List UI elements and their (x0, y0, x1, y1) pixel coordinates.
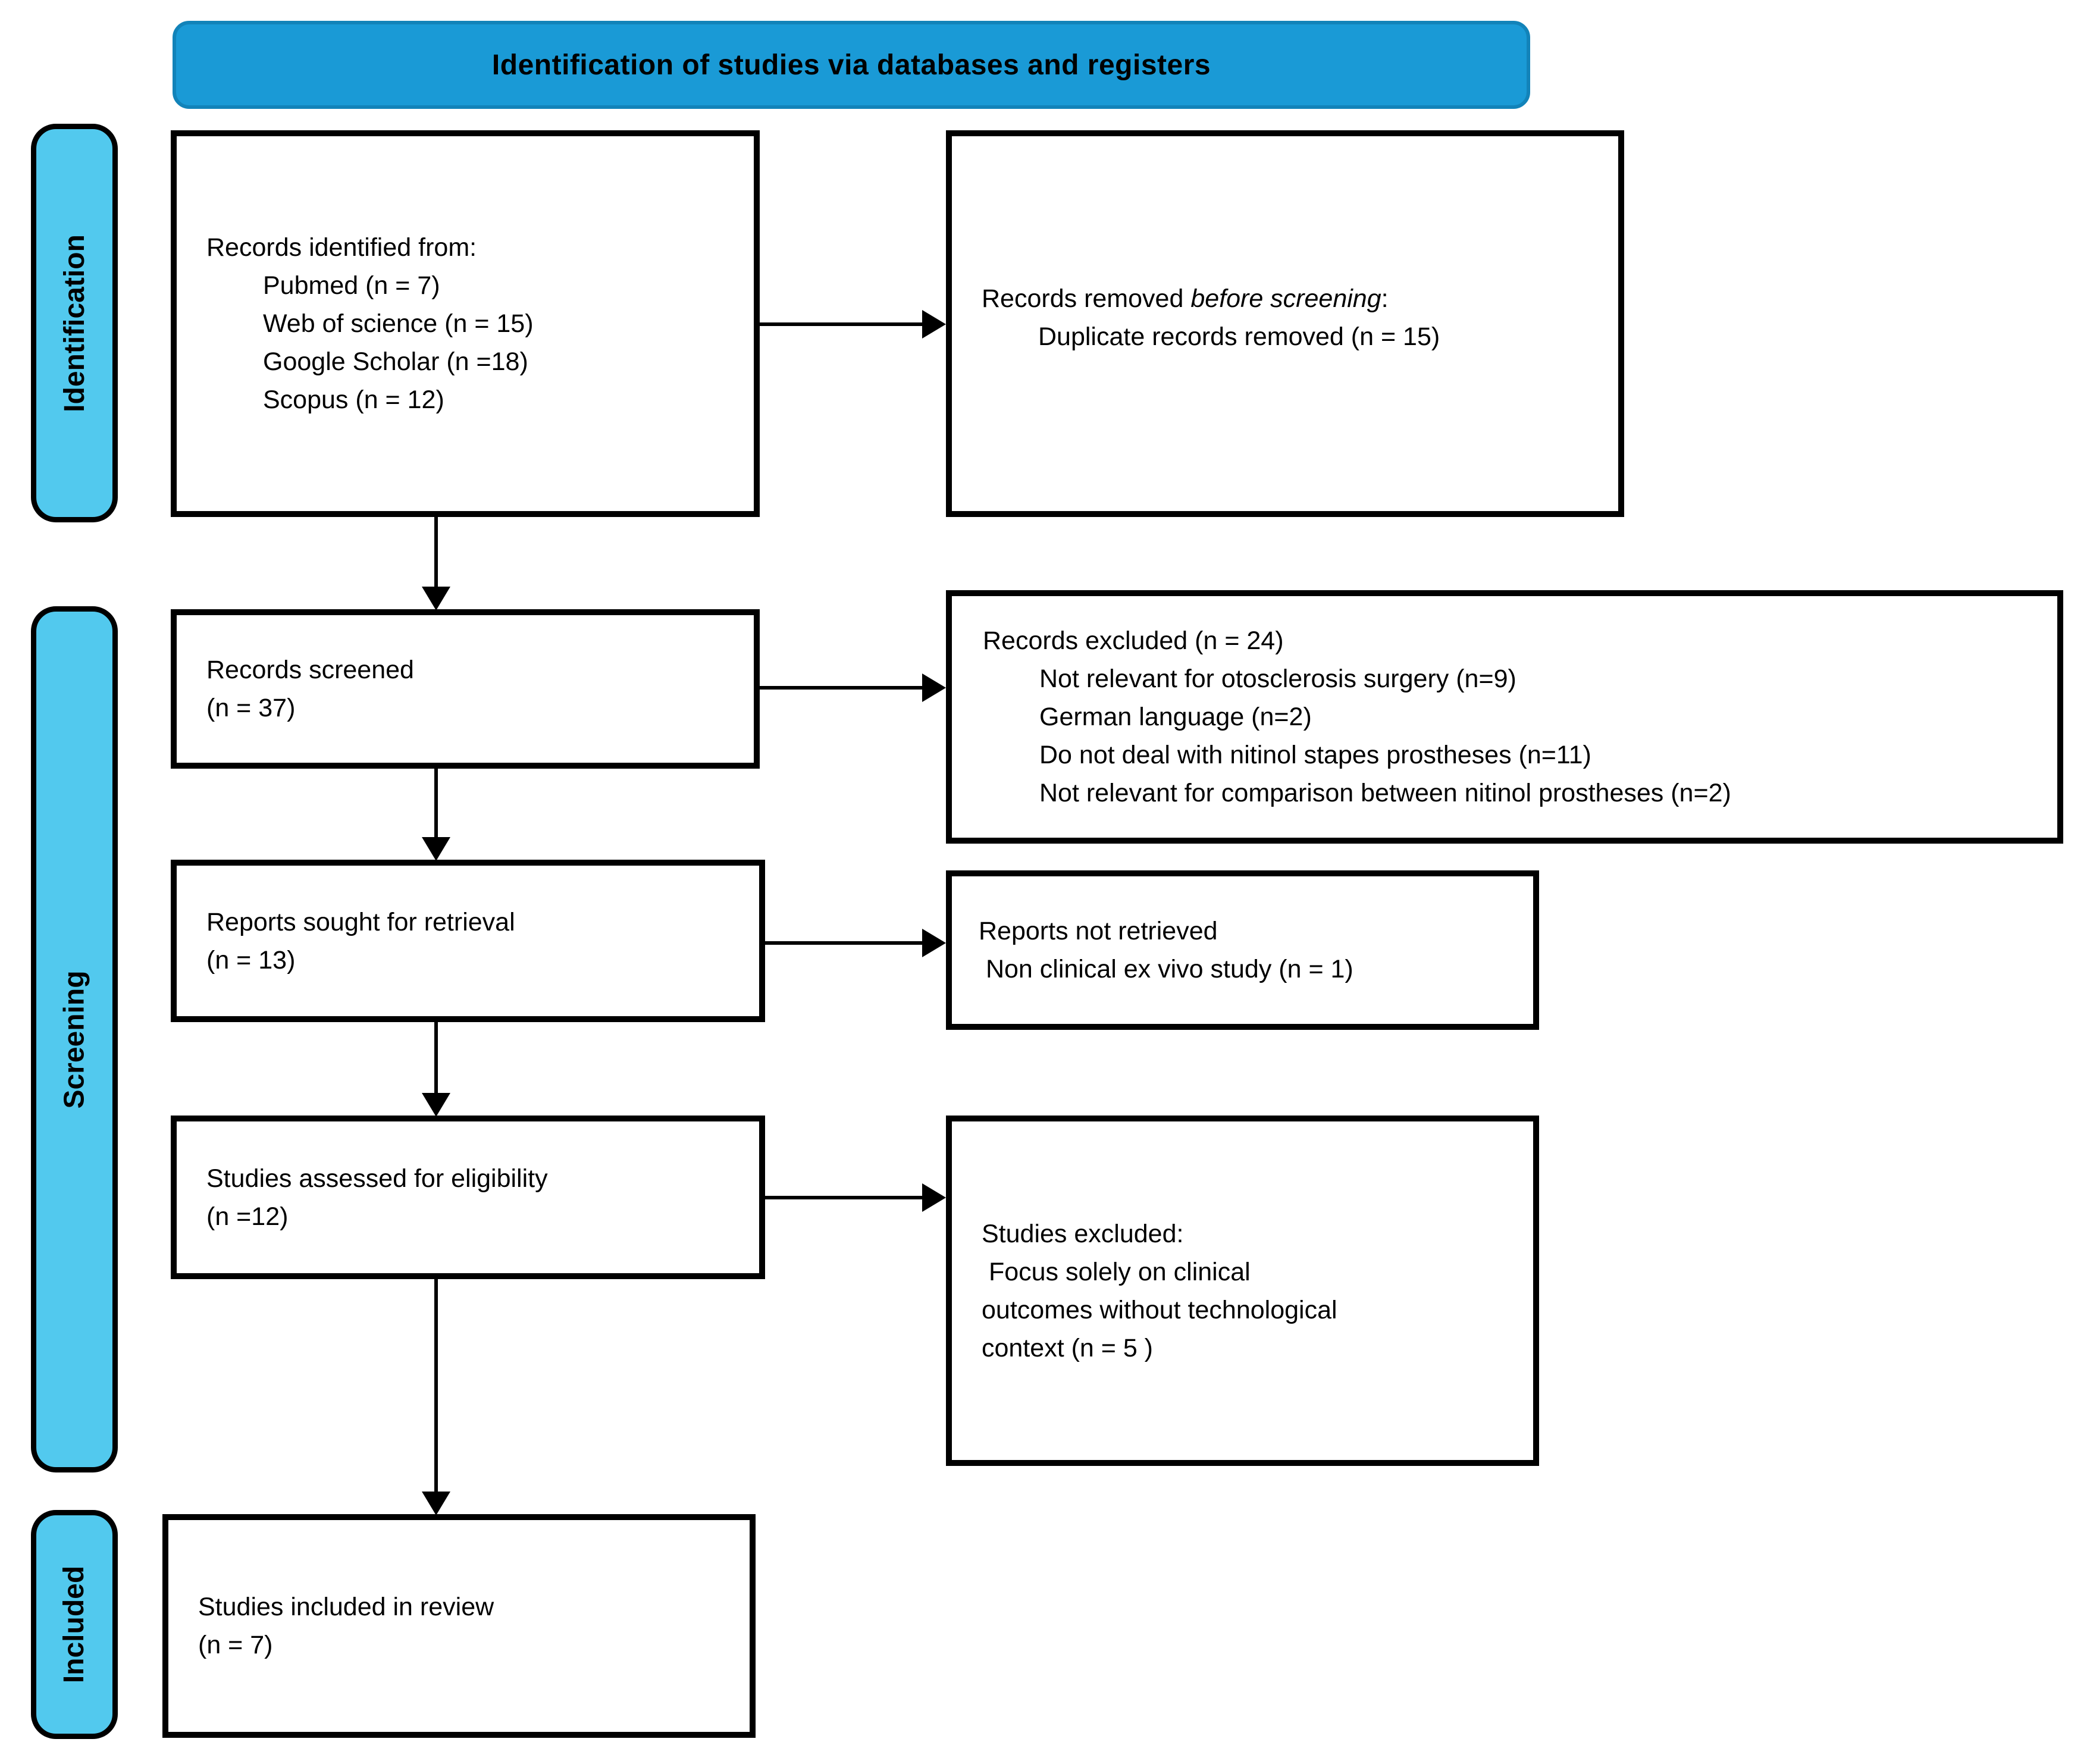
studies-included-line1: Studies included in review (198, 1593, 494, 1621)
arrowhead-down-icon (422, 837, 450, 861)
flow-title: Identification of studies via databases … (491, 49, 1211, 81)
records-excluded-item: Do not deal with nitinol stapes prosthes… (1039, 741, 1591, 769)
stage-label-wrap: Screening (36, 612, 112, 1467)
stage-label-included: Included (58, 1565, 90, 1684)
records-excluded-item: Not relevant for otosclerosis surgery (n… (1039, 665, 1516, 693)
records-screened-line2: (n = 37) (206, 694, 296, 722)
arrow-sought-to-not-retrieved (765, 928, 946, 958)
reports-sought-line1: Reports sought for retrieval (206, 907, 515, 936)
arrow-shaft (434, 769, 438, 841)
arrowhead-right-icon (922, 310, 946, 339)
stage-label-screening: Screening (58, 970, 90, 1109)
studies-assessed-line1: Studies assessed for eligibility (206, 1164, 548, 1193)
records-screened-line1: Records screened (206, 656, 414, 684)
arrowhead-right-icon (922, 1183, 946, 1212)
arrow-shaft (765, 941, 926, 945)
records-identified-item: Pubmed (n = 7) (263, 271, 440, 300)
box-records-screened: Records screened (n = 37) (171, 609, 760, 769)
stage-label-identification: Identification (58, 234, 90, 412)
studies-assessed-line2: (n =12) (206, 1202, 289, 1231)
reports-not-retrieved-line2: Non clinical ex vivo study (n = 1) (979, 955, 1353, 983)
box-records-identified: Records identified from: Pubmed (n = 7) … (171, 130, 760, 517)
arrowhead-right-icon (922, 929, 946, 957)
arrow-screened-to-excluded (760, 672, 946, 703)
box-studies-excluded: Studies excluded: Focus solely on clinic… (946, 1116, 1539, 1466)
studies-excluded-item: Focus solely on clinical (982, 1257, 1251, 1286)
stage-label-wrap: Included (36, 1515, 112, 1734)
arrowhead-right-icon (922, 673, 946, 702)
arrow-shaft (760, 322, 926, 326)
flow-title-banner: Identification of studies via databases … (173, 21, 1530, 109)
studies-included-line2: (n = 7) (198, 1631, 273, 1659)
arrow-shaft (434, 1022, 438, 1096)
stage-bar-identification: Identification (31, 124, 118, 522)
records-excluded-item: Not relevant for comparison between niti… (1039, 779, 1731, 807)
box-studies-assessed: Studies assessed for eligibility (n =12) (171, 1116, 765, 1279)
studies-excluded-heading: Studies excluded: (982, 1219, 1184, 1248)
box-records-excluded: Records excluded (n = 24) Not relevant f… (946, 590, 2063, 844)
arrow-shaft (760, 686, 926, 690)
arrow-shaft (765, 1196, 926, 1199)
arrow-sought-to-assessed (421, 1022, 452, 1117)
box-records-removed: Records removed before screening: Duplic… (946, 130, 1624, 517)
arrow-identified-to-screened (421, 517, 452, 610)
arrow-assessed-to-excluded (765, 1182, 946, 1213)
stage-label-wrap: Identification (36, 129, 112, 517)
records-removed-suffix: : (1381, 284, 1389, 313)
box-reports-not-retrieved: Reports not retrieved Non clinical ex vi… (946, 870, 1539, 1030)
arrowhead-down-icon (422, 1093, 450, 1117)
records-removed-prefix: Records removed (982, 284, 1191, 313)
arrowhead-down-icon (422, 587, 450, 610)
records-excluded-heading: Records excluded (n = 24) (983, 626, 1284, 655)
arrow-shaft (434, 1279, 438, 1495)
studies-excluded-item: outcomes without technological (982, 1295, 1337, 1324)
box-studies-included: Studies included in review (n = 7) (162, 1514, 756, 1738)
box-reports-sought: Reports sought for retrieval (n = 13) (171, 860, 765, 1022)
studies-excluded-item: context (n = 5 ) (982, 1333, 1154, 1362)
records-identified-heading: Records identified from: (206, 233, 477, 262)
arrow-shaft (434, 517, 438, 590)
arrow-assessed-to-included (421, 1279, 452, 1515)
records-identified-item: Web of science (n = 15) (263, 309, 534, 338)
records-removed-italic: before screening (1190, 284, 1381, 313)
arrow-identified-to-removed (760, 309, 946, 340)
records-identified-item: Scopus (n = 12) (263, 386, 444, 414)
records-identified-item: Google Scholar (n =18) (263, 347, 528, 376)
reports-not-retrieved-line1: Reports not retrieved (979, 917, 1218, 945)
records-removed-heading: Records removed before screening: (982, 280, 1618, 318)
arrowhead-down-icon (422, 1492, 450, 1515)
records-removed-group: Records removed before screening: Duplic… (982, 280, 1618, 356)
reports-sought-line2: (n = 13) (206, 945, 296, 975)
records-removed-item: Duplicate records removed (n = 15) (1038, 322, 1440, 351)
records-excluded-item: German language (n=2) (1039, 703, 1312, 731)
stage-bar-included: Included (31, 1510, 118, 1739)
arrow-screened-to-sought (421, 769, 452, 861)
stage-bar-screening: Screening (31, 606, 118, 1472)
